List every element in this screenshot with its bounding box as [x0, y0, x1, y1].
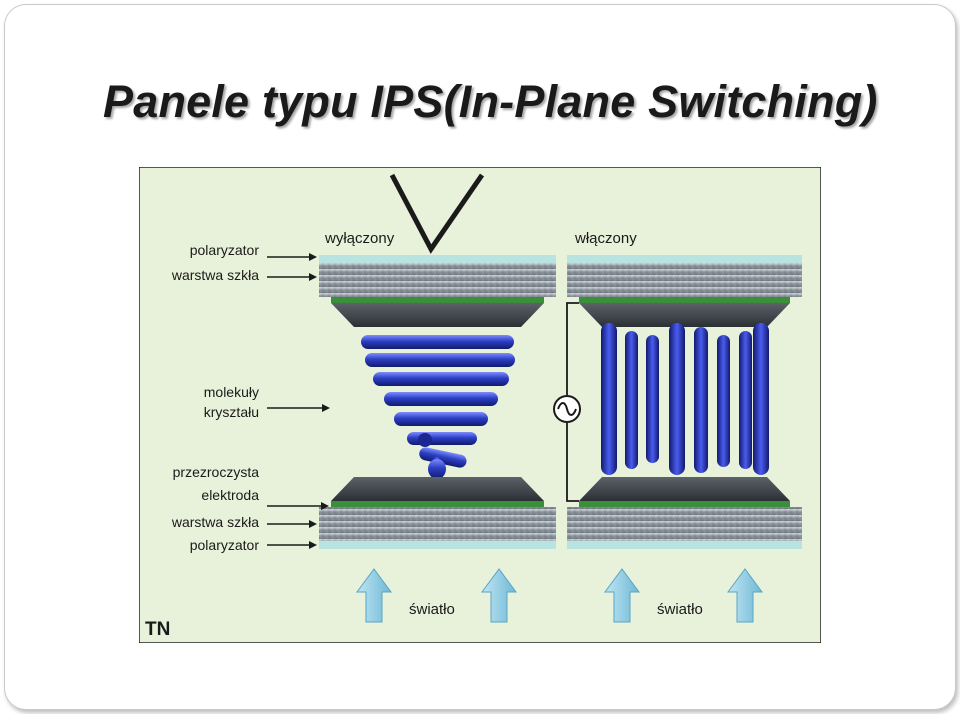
bottom-dark-wedge-right	[579, 477, 790, 501]
top-polarizer-left	[319, 255, 556, 263]
ips-diagram: polaryzator warstwa szkła molekuły krysz…	[139, 167, 821, 643]
light-arrow-icon	[356, 568, 392, 623]
state-on-label: włączony	[574, 230, 637, 247]
pointer-arrows	[267, 253, 330, 549]
molecules-aligned	[601, 323, 769, 475]
label-molecules-2: kryształu	[204, 404, 259, 420]
top-electrode-right	[579, 297, 790, 303]
ac-circuit	[553, 302, 581, 502]
layer-labels: polaryzator warstwa szkła molekuły krysz…	[171, 242, 259, 553]
top-dark-wedge-left	[331, 303, 544, 327]
bottom-glass-left	[319, 507, 556, 541]
light-label-left: światło	[409, 601, 455, 618]
slide-title: Panele typu IPS(In-Plane Switching)	[103, 76, 878, 127]
bottom-glass-right	[567, 507, 802, 541]
bottom-electrode-left	[331, 501, 544, 507]
top-dark-wedge-right	[579, 303, 790, 327]
top-glass-left	[319, 263, 556, 297]
label-glass-bottom: warstwa szkła	[171, 514, 259, 530]
label-glass-top: warstwa szkła	[171, 267, 259, 283]
polarization-v-marker	[389, 173, 485, 254]
molecules-twisted	[361, 335, 515, 481]
top-glass-right	[567, 263, 802, 297]
bottom-electrode-right	[579, 501, 790, 507]
top-polarizer-right	[567, 255, 802, 263]
label-molecules-1: molekuły	[204, 384, 259, 400]
corner-label: TN	[145, 619, 170, 640]
light-arrow-icon	[727, 568, 763, 623]
bottom-polarizer-right	[567, 541, 802, 549]
state-off-label: wyłączony	[324, 230, 395, 247]
label-polarizer-bottom: polaryzator	[190, 537, 260, 553]
top-electrode-left	[331, 297, 544, 303]
light-arrows	[356, 568, 763, 623]
light-arrow-icon	[604, 568, 640, 623]
light-arrow-icon	[481, 568, 517, 623]
label-electrode-2: elektroda	[201, 487, 259, 503]
label-polarizer-top: polaryzator	[190, 242, 260, 258]
light-label-right: światło	[657, 601, 703, 618]
label-electrode-1: przezroczysta	[173, 464, 260, 480]
bottom-polarizer-left	[319, 541, 556, 549]
bottom-dark-wedge-left	[331, 477, 544, 501]
